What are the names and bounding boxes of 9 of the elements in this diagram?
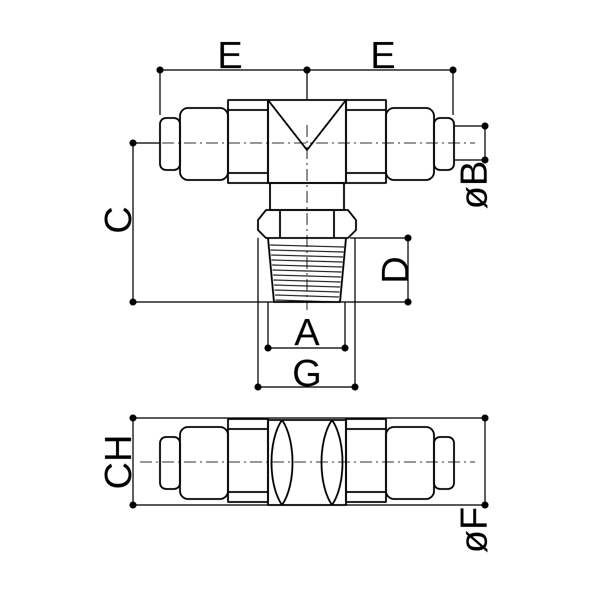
dimension-label: øB: [460, 162, 488, 208]
dimension-label: G: [294, 360, 319, 386]
dimension-label: CH: [104, 438, 132, 488]
dimension-label: C: [104, 208, 132, 232]
dimension-label: D: [382, 258, 408, 281]
dimension-label: øF: [460, 508, 488, 552]
dimension-label: E: [220, 42, 242, 68]
dimension-label: A: [294, 318, 320, 346]
dimension-label: E: [373, 42, 394, 68]
